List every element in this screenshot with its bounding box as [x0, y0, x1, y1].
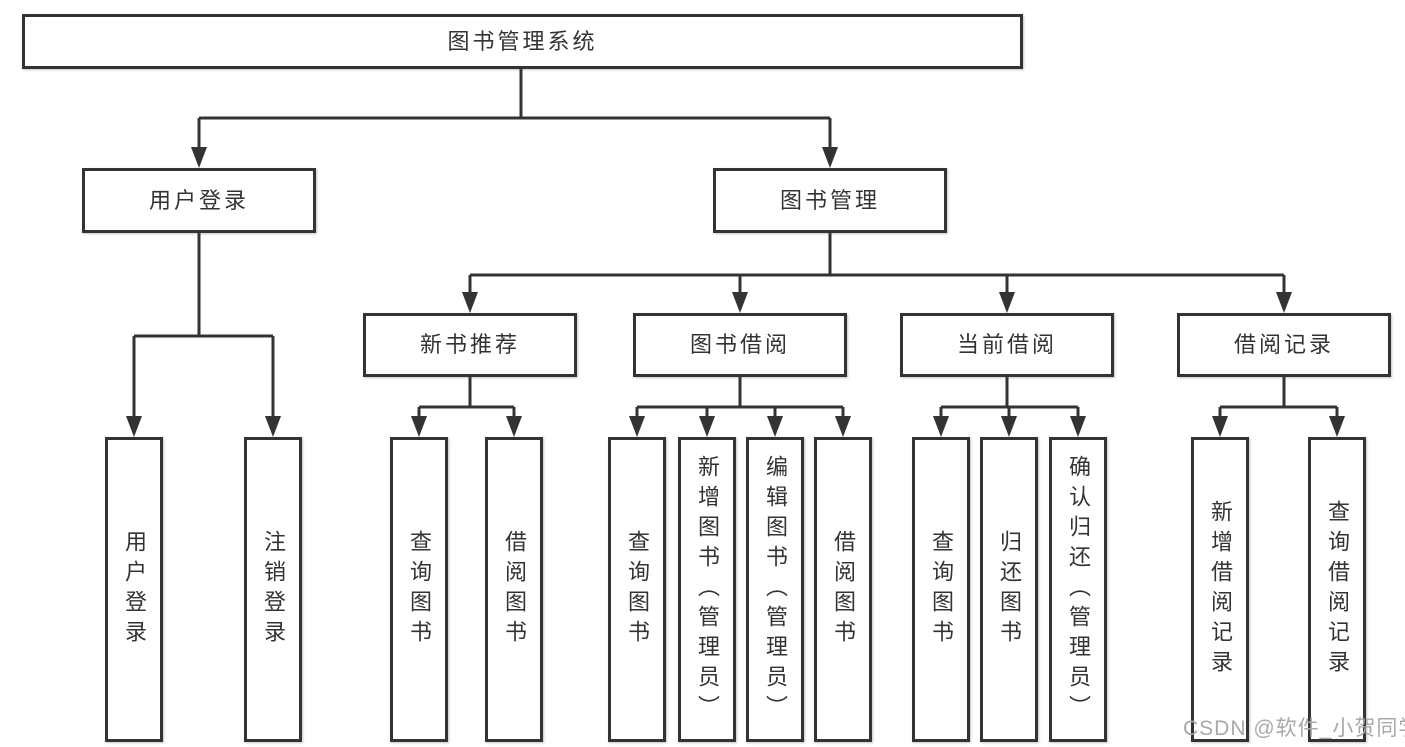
- leaf-query-books-recommend: 查询图书: [390, 437, 448, 742]
- root-node: 图书管理系统: [22, 14, 1023, 69]
- leaf-add-book-admin-label: 新增图书（管理员）: [695, 454, 720, 725]
- connector-book-borrow-children: [629, 377, 851, 437]
- leaf-query-books-recommend-label: 查询图书: [407, 529, 432, 650]
- node-borrow-records: 借阅记录: [1177, 313, 1391, 377]
- connector-borrow-records-children: [1212, 377, 1345, 437]
- leaf-return-book: 归还图书: [980, 437, 1038, 742]
- leaf-return-book-label: 归还图书: [997, 529, 1022, 650]
- connector-book-management-to-level3: [462, 233, 1292, 313]
- leaf-query-books-borrow: 查询图书: [608, 437, 666, 742]
- leaf-borrow-books-recommend: 借阅图书: [485, 437, 543, 742]
- node-current-borrow-label: 当前借阅: [956, 332, 1057, 357]
- csdn-watermark: CSDN @软件_小贺同学: [1183, 717, 1405, 740]
- connector-root-to-level2: [191, 69, 838, 168]
- leaf-query-borrow-record-label: 查询借阅记录: [1325, 499, 1350, 680]
- connector-current-borrow-children: [933, 377, 1086, 437]
- node-borrow-records-label: 借阅记录: [1233, 332, 1334, 357]
- leaf-query-borrow-record: 查询借阅记录: [1308, 437, 1366, 742]
- node-book-management-label: 图书管理: [779, 187, 880, 213]
- leaf-user-login-label: 用户登录: [122, 529, 147, 650]
- leaf-query-books-current-label: 查询图书: [929, 529, 954, 650]
- leaf-edit-book-admin: 编辑图书（管理员）: [746, 437, 804, 742]
- leaf-confirm-return-admin-label: 确认归还（管理员）: [1066, 454, 1091, 725]
- node-book-borrow-label: 图书借阅: [689, 332, 790, 357]
- leaf-confirm-return-admin: 确认归还（管理员）: [1049, 437, 1107, 742]
- leaf-user-login: 用户登录: [105, 437, 163, 742]
- node-book-management: 图书管理: [713, 168, 947, 233]
- root-node-label: 图书管理系统: [447, 28, 598, 54]
- leaf-borrow-books-label: 借阅图书: [831, 529, 856, 650]
- node-user-login: 用户登录: [82, 168, 316, 233]
- leaf-logout: 注销登录: [244, 437, 302, 742]
- node-current-borrow: 当前借阅: [900, 313, 1114, 377]
- leaf-borrow-books-recommend-label: 借阅图书: [502, 529, 527, 650]
- leaf-query-books-current: 查询图书: [912, 437, 970, 742]
- leaf-borrow-books: 借阅图书: [814, 437, 872, 742]
- leaf-logout-label: 注销登录: [261, 529, 286, 650]
- leaf-add-book-admin: 新增图书（管理员）: [678, 437, 736, 742]
- node-book-borrow: 图书借阅: [633, 313, 847, 377]
- connector-user-login-children: [126, 233, 281, 437]
- leaf-add-borrow-record: 新增借阅记录: [1191, 437, 1249, 742]
- node-user-login-label: 用户登录: [148, 187, 249, 213]
- leaf-add-borrow-record-label: 新增借阅记录: [1208, 499, 1233, 680]
- leaf-query-books-borrow-label: 查询图书: [625, 529, 650, 650]
- connector-new-book-recommend-children: [411, 377, 522, 437]
- leaf-edit-book-admin-label: 编辑图书（管理员）: [763, 454, 788, 725]
- node-new-book-recommend-label: 新书推荐: [419, 332, 520, 357]
- node-new-book-recommend: 新书推荐: [363, 313, 577, 377]
